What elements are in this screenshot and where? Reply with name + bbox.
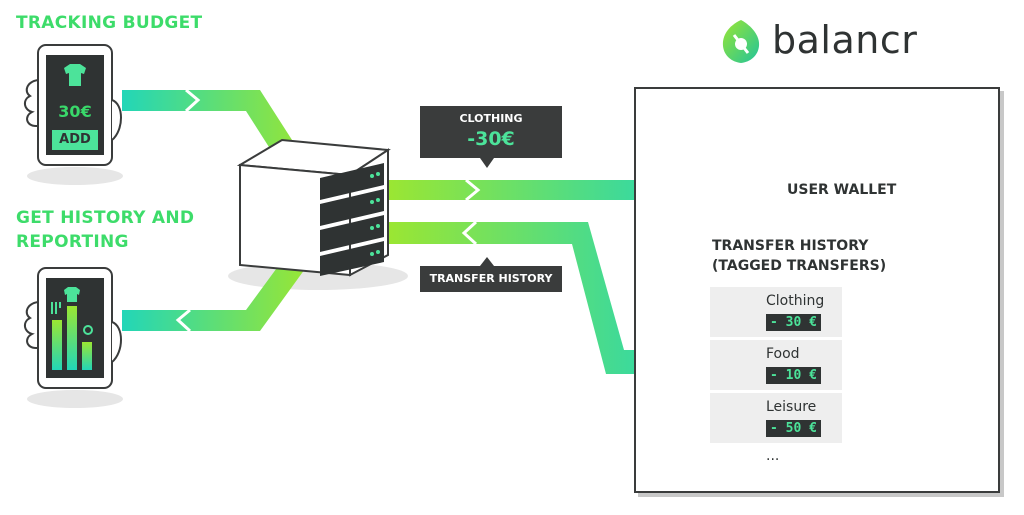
transfer-history-callout-box — [420, 266, 562, 292]
phone-amount: 30€ — [58, 102, 92, 121]
transfer-history-title-line1: TRANSFER HISTORY — [712, 238, 869, 254]
server-icon — [236, 138, 391, 277]
fork-knife-icon — [51, 302, 61, 314]
category-name: Leisure — [766, 399, 817, 415]
phone-reporting-icon — [24, 267, 122, 389]
user-wallet-label: USER WALLET — [787, 182, 897, 198]
category-name: Clothing — [766, 293, 825, 309]
brand-name: balancr — [772, 18, 918, 62]
add-button-bg — [52, 130, 98, 150]
bar-chart-bar — [82, 342, 92, 370]
flow-arrow-bottom-left — [122, 250, 310, 331]
glasses-cheers-icon — [83, 325, 93, 335]
add-button[interactable]: ADD — [59, 132, 91, 147]
shirt-icon — [64, 64, 86, 86]
chevron-mark — [461, 220, 478, 246]
bar-chart-bar — [67, 306, 77, 370]
phone-tracking-icon — [24, 44, 122, 166]
transfer-history-title-line2: (TAGGED TRANSFERS) — [712, 258, 887, 274]
phone-shadow — [27, 167, 123, 185]
clothing-callout-box — [420, 106, 562, 158]
tracking-budget-title: TRACKING BUDGET — [16, 13, 203, 33]
chevron-mark — [465, 178, 481, 202]
category-amount: - 30 € — [766, 314, 821, 331]
flow-arrow-top-left — [122, 90, 310, 180]
category-amount: - 50 € — [766, 420, 821, 437]
transfer-history-callout-label: TRANSFER HISTORY — [429, 272, 553, 285]
clothing-callout-label: CLOTHING — [459, 112, 523, 125]
phone-shadow — [27, 390, 123, 408]
chevron-mark — [175, 308, 192, 333]
category-amount: - 10 € — [766, 367, 821, 384]
history-reporting-title-line2: REPORTING — [16, 232, 129, 252]
history-reporting-title-line1: GET HISTORY AND — [16, 208, 195, 228]
shirt-icon — [64, 287, 80, 302]
clothing-callout-amount: -30€ — [467, 128, 515, 150]
bar-chart-bar — [52, 320, 62, 370]
flow-arrow-to-wallet — [388, 180, 700, 200]
more-items-ellipsis: ... — [766, 448, 780, 464]
balancr-logo-icon — [722, 20, 760, 63]
category-name: Food — [766, 346, 800, 362]
chevron-mark — [184, 88, 201, 113]
